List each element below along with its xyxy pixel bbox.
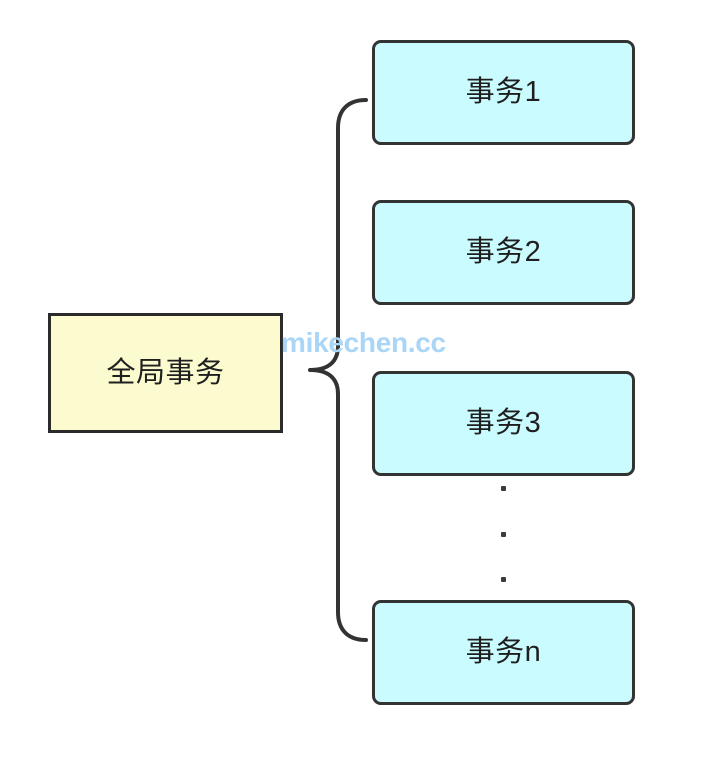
- node-global-transaction[interactable]: 全局事务: [48, 313, 283, 433]
- node-transaction-n-label: 事务n: [465, 636, 542, 668]
- node-global-transaction-label: 全局事务: [106, 356, 225, 389]
- node-transaction-2-label: 事务2: [465, 236, 542, 268]
- node-transaction-n[interactable]: 事务n: [372, 600, 635, 705]
- ellipsis-dot: [500, 577, 506, 582]
- node-transaction-1[interactable]: 事务1: [372, 40, 635, 145]
- watermark-text: mikechen.cc: [281, 327, 446, 358]
- node-transaction-3-label: 事务3: [465, 407, 542, 439]
- node-transaction-3[interactable]: 事务3: [372, 371, 635, 476]
- curly-brace-connector: [276, 88, 376, 658]
- curly-brace-icon: [308, 98, 368, 642]
- ellipsis-dot: [500, 486, 506, 491]
- ellipsis-dot: [500, 531, 506, 537]
- ellipsis-vertical-dots-icon: [496, 486, 510, 582]
- node-transaction-1-label: 事务1: [465, 76, 542, 108]
- node-transaction-2[interactable]: 事务2: [372, 200, 635, 305]
